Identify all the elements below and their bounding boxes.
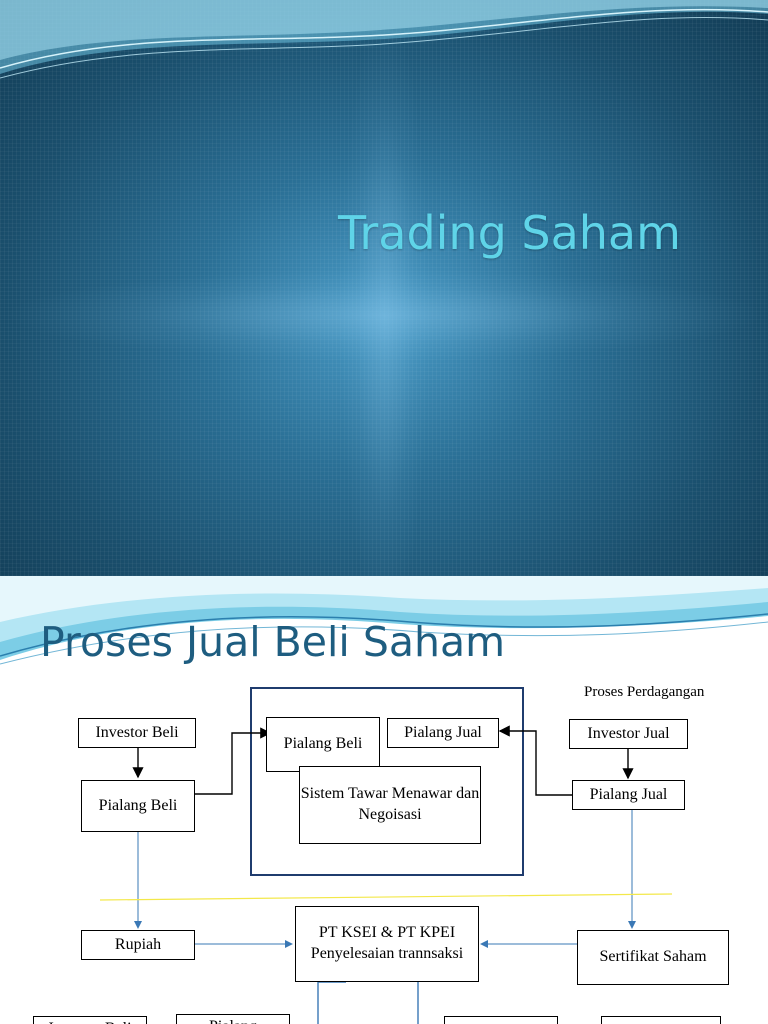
ptksei-kpei-box: PT KSEI & PT KPEI Penyelesaian trannsaks… [295,906,479,982]
slide-title: Proses Jual Beli Saham [40,618,506,666]
investor-beli-box: Investor Beli [78,718,196,748]
top-wave-decoration [0,576,768,665]
trading-system-frame [250,687,524,876]
background-glow-vertical [340,0,430,576]
bottom-box-3 [444,1016,558,1024]
sistem-tawar-box: Sistem Tawar Menawar dan Negoisasi [299,766,481,844]
investor-beli-bottom-box: Investor Beli [33,1016,147,1024]
process-slide: Proses Jual Beli Saham Proses Perdaganga… [0,576,768,1024]
diagram-subtitle: Proses Perdagangan [584,684,705,700]
flow-connectors [99,725,673,1024]
slide-title: Trading Saham [338,206,681,260]
pialang-bottom-box: Pialang [176,1014,290,1024]
bottom-box-4 [601,1016,721,1024]
pialang-jual-box: Pialang Jual [572,780,685,810]
background-pattern [0,0,768,576]
pialang-beli-inner-box: Pialang Beli [266,717,380,772]
investor-jual-box: Investor Jual [569,719,688,749]
pialang-jual-inner-box: Pialang Jual [387,718,499,748]
top-wave-decoration [0,0,768,79]
sertifikat-saham-box: Sertifikat Saham [577,930,729,985]
pialang-beli-box: Pialang Beli [81,780,195,832]
rupiah-box: Rupiah [81,930,195,960]
background-glow-horizontal [0,270,768,360]
title-slide: Trading Saham [0,0,768,576]
